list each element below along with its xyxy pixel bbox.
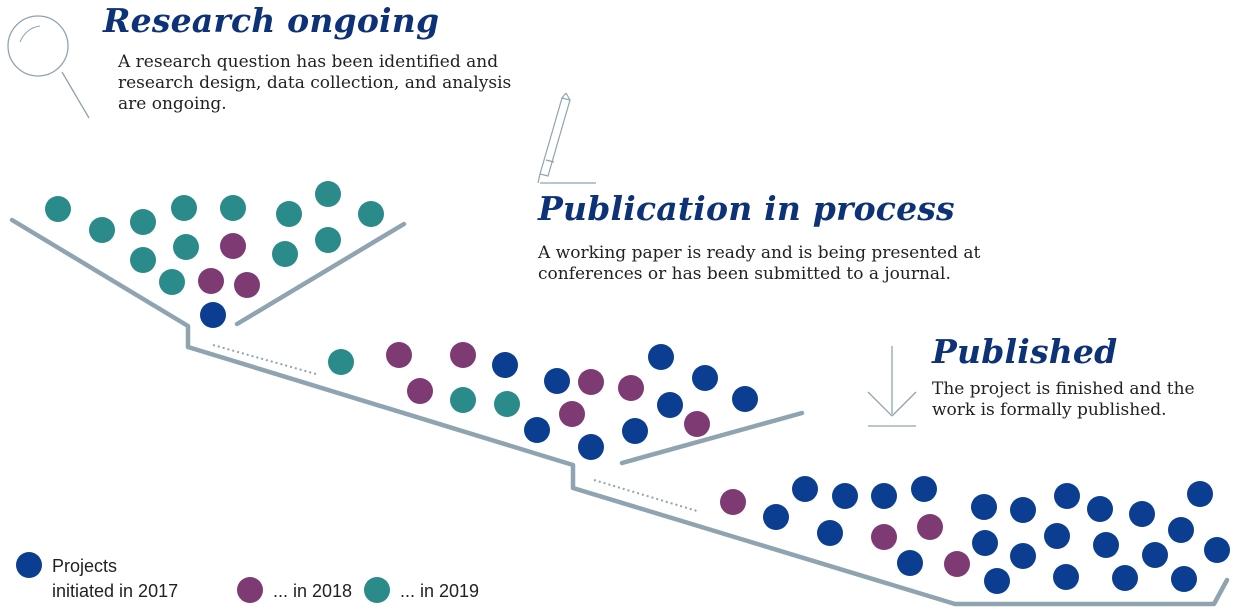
project-dot-2017 (1010, 497, 1036, 523)
project-dot-2018 (917, 514, 943, 540)
project-dot-2017 (911, 476, 937, 502)
legend-label-2018: ... in 2018 (273, 581, 353, 601)
stage-title-published: Published (932, 332, 1118, 371)
project-dot-2017 (1204, 537, 1230, 563)
project-dot-2017 (832, 483, 858, 509)
project-dot-2019 (159, 269, 185, 295)
project-dot-2019 (45, 196, 71, 222)
project-dot-2018 (386, 342, 412, 368)
project-dot-2018 (559, 401, 585, 427)
project-dot-2018 (234, 272, 260, 298)
project-dot-2019 (89, 217, 115, 243)
project-dot-2017 (817, 520, 843, 546)
stage-description-publication-in-process: A working paper is ready and is being pr… (538, 243, 981, 284)
project-dot-2019 (171, 195, 197, 221)
project-dot-2017 (578, 434, 604, 460)
project-dot-2017 (971, 494, 997, 520)
project-dot-2017 (1112, 565, 1138, 591)
project-dot-2019 (358, 201, 384, 227)
legend-dot-2018 (237, 577, 263, 603)
project-dot-2017 (492, 352, 518, 378)
project-dot-2019 (450, 387, 476, 413)
legend-label-2019: ... in 2019 (400, 581, 480, 601)
project-dot-2017 (1142, 542, 1168, 568)
funnel-outline (9, 217, 1230, 607)
project-dot-2018 (720, 489, 746, 515)
project-dot-2017 (1171, 566, 1197, 592)
stage-title-publication-in-process: Publication in process (538, 189, 955, 228)
project-dot-2017 (1129, 501, 1155, 527)
project-dot-2018 (407, 378, 433, 404)
stage-description-research-ongoing: A research question has been identified … (118, 52, 512, 114)
pen-icon (537, 92, 596, 184)
project-dot-2018 (450, 342, 476, 368)
project-dot-2017 (897, 550, 923, 576)
project-dot-2017 (622, 418, 648, 444)
project-dot-2018 (618, 375, 644, 401)
legend-label-projects: Projects (52, 556, 118, 576)
project-dot-2019 (130, 247, 156, 273)
legend-label-2017: initiated in 2017 (52, 581, 179, 601)
project-dot-2017 (1087, 496, 1113, 522)
project-dot-2017 (871, 483, 897, 509)
stage-description-published: The project is finished and the work is … (932, 379, 1195, 420)
project-dot-2017 (1044, 523, 1070, 549)
project-dot-2019 (494, 391, 520, 417)
project-dot-2017 (648, 344, 674, 370)
project-dot-2017 (732, 386, 758, 412)
project-dot-2019 (315, 181, 341, 207)
stage-title-research-ongoing: Research ongoing (103, 1, 440, 40)
project-dot-2018 (198, 268, 224, 294)
project-dot-2017 (972, 530, 998, 556)
project-dot-2019 (130, 209, 156, 235)
project-dot-2017 (1187, 481, 1213, 507)
project-dot-2017 (200, 302, 226, 328)
project-dot-2017 (524, 417, 550, 443)
project-dot-2017 (544, 368, 570, 394)
project-dot-2019 (220, 195, 246, 221)
legend-dot-2019 (364, 577, 390, 603)
project-dot-2017 (763, 504, 789, 530)
project-dot-2017 (1054, 483, 1080, 509)
project-dots (16, 181, 1230, 603)
project-dot-2017 (792, 476, 818, 502)
project-dot-2019 (276, 201, 302, 227)
project-dot-2017 (1093, 532, 1119, 558)
project-dot-2019 (328, 349, 354, 375)
project-dot-2019 (272, 241, 298, 267)
project-dot-2018 (220, 233, 246, 259)
project-dot-2019 (315, 227, 341, 253)
project-dot-2018 (578, 369, 604, 395)
project-dot-2017 (1053, 564, 1079, 590)
project-dot-2018 (871, 524, 897, 550)
legend-dot-2017 (16, 552, 42, 578)
project-dot-2018 (944, 551, 970, 577)
project-dot-2017 (984, 568, 1010, 594)
project-dot-2017 (657, 392, 683, 418)
project-dot-2017 (692, 365, 718, 391)
down-arrow-icon (867, 346, 917, 427)
magnifier-icon (7, 15, 90, 119)
project-dot-2018 (684, 411, 710, 437)
project-dot-2017 (1010, 543, 1036, 569)
project-dot-2019 (173, 234, 199, 260)
project-dot-2017 (1168, 517, 1194, 543)
